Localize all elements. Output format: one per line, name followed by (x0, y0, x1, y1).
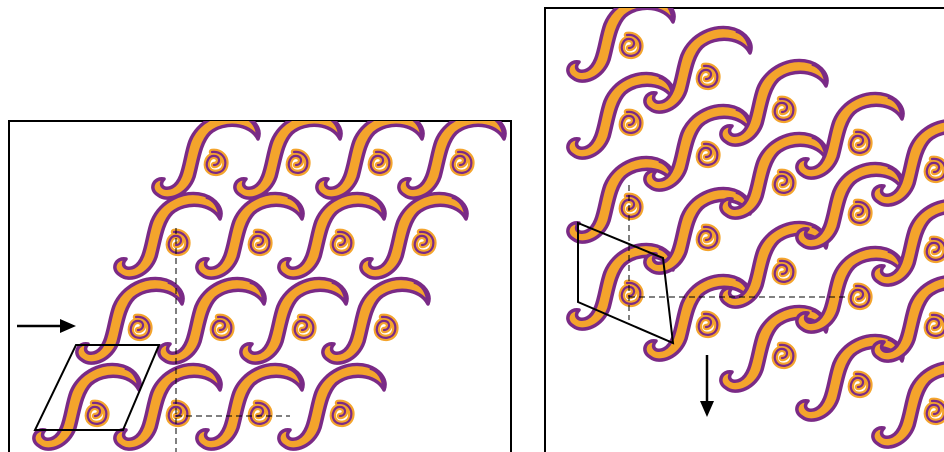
paisley-motif-icon (797, 335, 903, 420)
paisley-motif-icon (873, 362, 944, 447)
paisley-motif-icon (568, 0, 674, 81)
paisley-motif-icon (645, 105, 751, 190)
paisley-motif-icon (873, 276, 944, 361)
motif-grid (568, 0, 944, 447)
paisley-motif-icon (568, 157, 674, 242)
paisley-motif-icon (873, 200, 944, 285)
panel-horizontal-shift (9, 113, 511, 452)
paisley-motif-icon (721, 306, 827, 391)
motif-grid (34, 113, 505, 449)
paisley-motif-icon (721, 60, 827, 145)
paisley-motif-icon (645, 275, 751, 360)
panel-vertical-shift (545, 0, 944, 452)
paisley-motif-icon (721, 222, 827, 307)
paisley-motif-icon (568, 244, 674, 329)
paisley-motif-icon (568, 73, 674, 158)
arrow-down-icon (700, 355, 714, 417)
paisley-motif-icon (645, 27, 751, 112)
arrow-right-icon (17, 319, 76, 333)
